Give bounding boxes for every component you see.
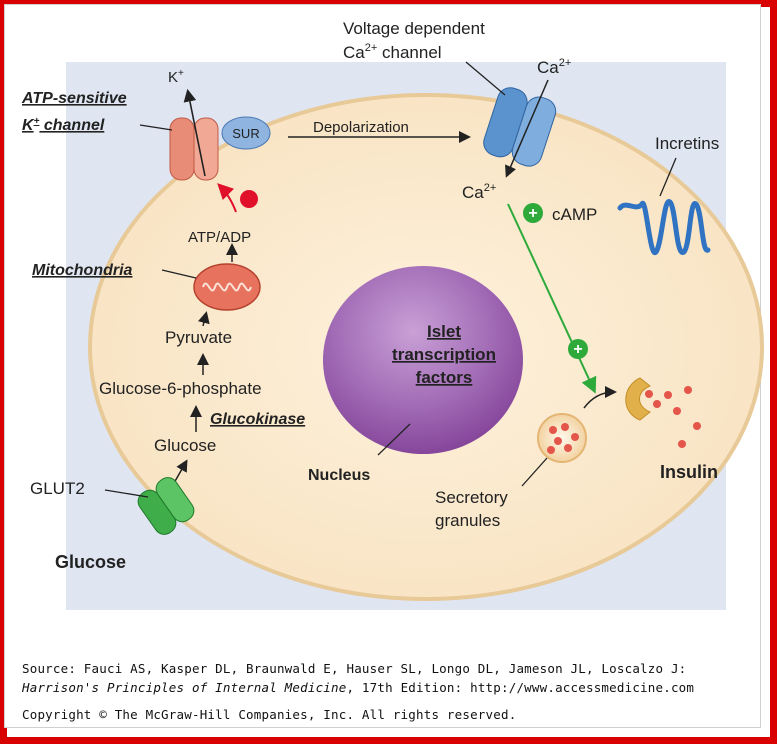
camp-label: cAMP xyxy=(552,205,597,224)
sur-subunit xyxy=(221,116,271,150)
atp-inhibition-dot xyxy=(240,190,258,208)
nucleus-title-2: transcription xyxy=(392,345,496,364)
glucose-inside-label: Glucose xyxy=(154,436,216,455)
atp-adp-label: ATP/ADP xyxy=(188,229,251,246)
sur-label: SUR xyxy=(232,126,259,141)
secretory-label-1: Secretory xyxy=(435,488,508,507)
k-efflux-arrow xyxy=(183,88,206,177)
depolarization-label: Depolarization xyxy=(313,119,409,136)
nucleus-shape xyxy=(323,266,523,454)
copyright-line: Copyright © The McGraw-Hill Companies, I… xyxy=(22,707,517,722)
secretory-label-2: granules xyxy=(435,511,500,530)
source-line-2: Harrison's Principles of Internal Medici… xyxy=(22,680,694,695)
atp-sensitive-label-2: K+ channel xyxy=(22,116,105,134)
camp-plus-badge xyxy=(523,203,543,223)
voltage-ca-channel xyxy=(483,87,557,167)
book-title: Harrison's Principles of Internal Medici… xyxy=(22,680,347,695)
incretins-pointer xyxy=(659,157,677,197)
atp-sensitive-label-1: ATP-sensitive xyxy=(21,90,127,107)
insulin-molecules xyxy=(645,386,701,448)
ca-influx-arrow xyxy=(505,79,549,178)
nucleus-title-1: Islet xyxy=(427,322,461,341)
ca-inside-label: Ca2+ xyxy=(462,182,496,202)
pyruvate-arrow xyxy=(197,311,210,327)
mitochondria-pointer xyxy=(161,269,197,279)
pyruvate-label: Pyruvate xyxy=(165,328,232,347)
glut2-label: GLUT2 xyxy=(30,479,85,498)
nucleus-label: Nucleus xyxy=(308,467,370,484)
granule-to-membrane-arrow xyxy=(583,386,617,409)
glut2-transporter xyxy=(137,477,195,535)
g6p-label: Glucose-6-phosphate xyxy=(99,379,262,398)
glucokinase-label: Glucokinase xyxy=(210,411,305,428)
ca-top-label: Ca2+ xyxy=(537,57,571,77)
mitochondrion xyxy=(193,263,261,311)
glucose-outside-label: Glucose xyxy=(55,552,126,572)
ca-to-exocytosis-arrow xyxy=(507,203,597,394)
voltage-label-2: Ca2+ channel xyxy=(343,42,442,62)
insulin-label: Insulin xyxy=(660,462,718,482)
secretory-pointer xyxy=(521,457,548,487)
voltage-pointer xyxy=(465,61,506,96)
mitochondria-label: Mitochondria xyxy=(32,262,133,279)
voltage-label-1: Voltage dependent xyxy=(343,19,485,38)
incretins-label: Incretins xyxy=(655,134,719,153)
source-line-1: Source: Fauci AS, Kasper DL, Braunwald E… xyxy=(22,661,687,676)
nucleus-pointer xyxy=(377,423,411,456)
edition-url: , 17th Edition: http://www.accessmedicin… xyxy=(346,680,695,695)
camp-plus-sign: + xyxy=(528,205,537,222)
nucleus-title-3: factors xyxy=(416,368,473,387)
incretin-receptor xyxy=(617,199,711,255)
glut2-pointer xyxy=(104,489,149,498)
exocytosis-plus-sign: + xyxy=(573,341,582,358)
katp-channel xyxy=(169,117,219,181)
katp-pointer xyxy=(139,124,173,131)
k-plus-label: K+ xyxy=(168,68,184,86)
exocytosis-plus-badge xyxy=(568,339,588,359)
secretory-granule xyxy=(537,413,587,463)
exocytosis-pore xyxy=(625,377,651,421)
atp-inhibition-arrow xyxy=(217,183,237,213)
